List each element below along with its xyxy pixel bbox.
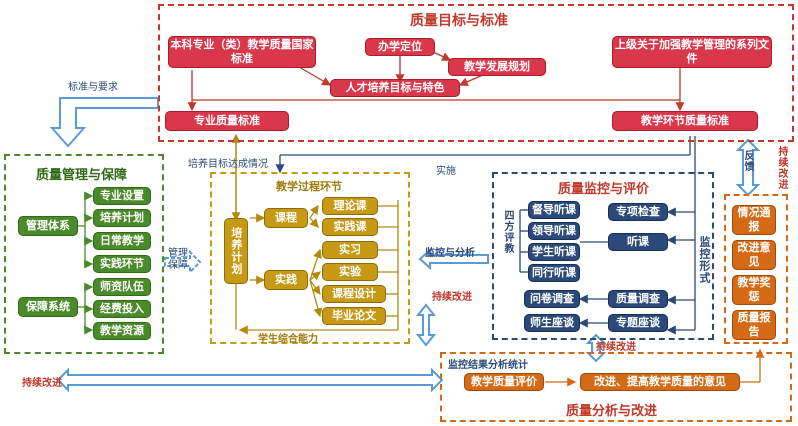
survey-box: 问卷调查	[524, 290, 580, 308]
analysis-frame	[440, 352, 792, 422]
teaching-link-standard-box: 教学环节质量标准	[612, 111, 758, 131]
four-eval-label: 四方评教	[502, 210, 513, 254]
practice-box: 实践	[264, 270, 308, 290]
school-positioning-box: 办学定位	[365, 38, 435, 56]
monitoring-frame	[492, 172, 714, 340]
management-title: 质量管理与保障	[36, 168, 128, 183]
continuous-label-1: 持续改进	[22, 378, 62, 389]
process-frame	[210, 172, 410, 344]
special-check-box: 专项检查	[608, 203, 668, 221]
process-title: 教学过程环节	[276, 180, 342, 193]
continuous-label-3: 持续改进	[596, 342, 636, 353]
guarantee-item-box: 教学资源	[93, 322, 151, 340]
practice-item-box: 课程设计	[322, 285, 386, 303]
evaluation-box: 教学质量评价	[464, 373, 544, 391]
feedback-item-box: 改进意见	[732, 240, 776, 270]
mgmt-guarantee-label: 管理保障	[168, 248, 188, 271]
monitoring-title: 质量监控与评价	[558, 182, 650, 197]
listen-item-box: 同行听课	[528, 264, 580, 282]
special-forum-box: 专题座谈	[608, 314, 668, 332]
system-item-box: 实践环节	[93, 255, 151, 273]
implement-label: 实施	[436, 166, 456, 177]
practice-item-box: 实验	[322, 263, 378, 281]
form-label: 监控形式	[698, 236, 711, 284]
standard-req-label: 标准与要求	[68, 82, 118, 93]
management-system-box: 管理体系	[18, 216, 78, 236]
continuous-label-2: 持续改进	[432, 292, 472, 303]
forum-box: 师生座谈	[524, 314, 580, 332]
analysis-title: 质量分析与改进	[566, 404, 658, 419]
stat-label: 监控结果分析统计	[448, 360, 528, 371]
student-ability-label: 学生综合能力	[258, 334, 318, 345]
course-item-box: 实践课	[322, 218, 378, 236]
feedback-item-box: 质量报告	[732, 310, 776, 340]
feedback-item-box: 教学奖惩	[732, 275, 776, 305]
training-plan-box: 培养计划	[224, 218, 248, 284]
talent-goal-box: 人才培养目标与特色	[330, 79, 460, 97]
system-item-box: 培养计划	[93, 209, 151, 227]
management-frame	[4, 154, 164, 354]
listen-item-box: 督导听课	[528, 201, 580, 219]
guarantee-item-box: 经费投入	[93, 300, 151, 318]
continuous-label-top: 持续改进	[776, 146, 787, 190]
teaching-plan-box: 教学发展规划	[448, 58, 546, 76]
suggestion-box: 改进、提高教学质量的意见	[580, 373, 740, 391]
feedback-frame	[724, 194, 788, 344]
listen-item-box: 领导听课	[528, 222, 580, 240]
goals-frame	[158, 4, 794, 142]
listen-item-box: 学生听课	[528, 243, 580, 261]
goals-title: 质量目标与标准	[410, 13, 508, 29]
superior-docs-box: 上级关于加强教学管理的系列文件	[612, 36, 772, 68]
practice-item-box: 实习	[322, 241, 378, 259]
guarantee-system-box: 保障系统	[18, 297, 78, 317]
practice-item-box: 毕业论文	[322, 307, 386, 325]
feedback-item-box: 情况通报	[732, 205, 776, 235]
monitor-analyze-label: 监控与分析	[425, 248, 475, 259]
course-item-box: 理论课	[322, 197, 378, 215]
system-item-box: 专业设置	[93, 187, 151, 205]
quality-survey-box: 质量调查	[608, 290, 668, 308]
major-standard-box: 专业质量标准	[165, 111, 289, 131]
national-standard-box: 本科专业（类）教学质量国家标准	[168, 36, 316, 68]
feedback-loop-label: 反馈	[742, 150, 753, 172]
listen-box: 听课	[608, 233, 668, 251]
course-box: 课程	[264, 208, 308, 228]
guarantee-item-box: 师资队伍	[93, 278, 151, 296]
system-item-box: 日常教学	[93, 232, 151, 250]
goal-achieve-label: 培养目标达成情况	[188, 159, 268, 170]
